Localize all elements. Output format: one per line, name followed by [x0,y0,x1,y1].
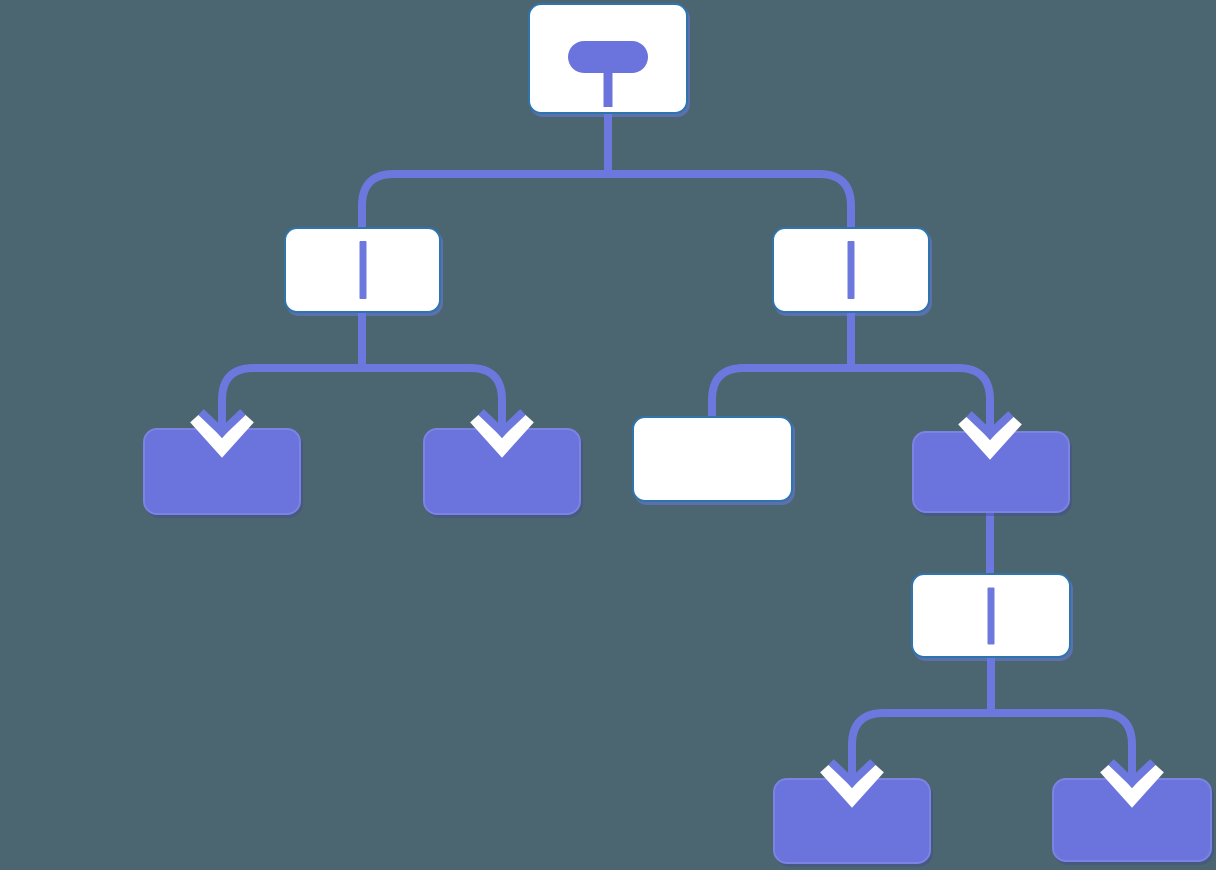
node-branch-right[interactable] [772,227,930,313]
start-pill-icon [568,41,648,73]
start-pill-stem [603,67,613,107]
node-end-plain[interactable] [632,416,793,502]
node-branch-left[interactable] [284,227,441,313]
decision-divider-bar [359,241,366,299]
node-start[interactable] [528,3,688,114]
decision-divider-bar [987,587,995,644]
node-task-left-1[interactable] [143,428,301,515]
node-task-left-2[interactable] [423,428,581,515]
node-task-right[interactable] [912,431,1070,513]
node-branch-bottom[interactable] [911,573,1071,658]
node-task-bottom-2[interactable] [1052,778,1212,862]
decision-divider-bar [847,241,855,299]
node-task-bottom-1[interactable] [773,778,931,864]
